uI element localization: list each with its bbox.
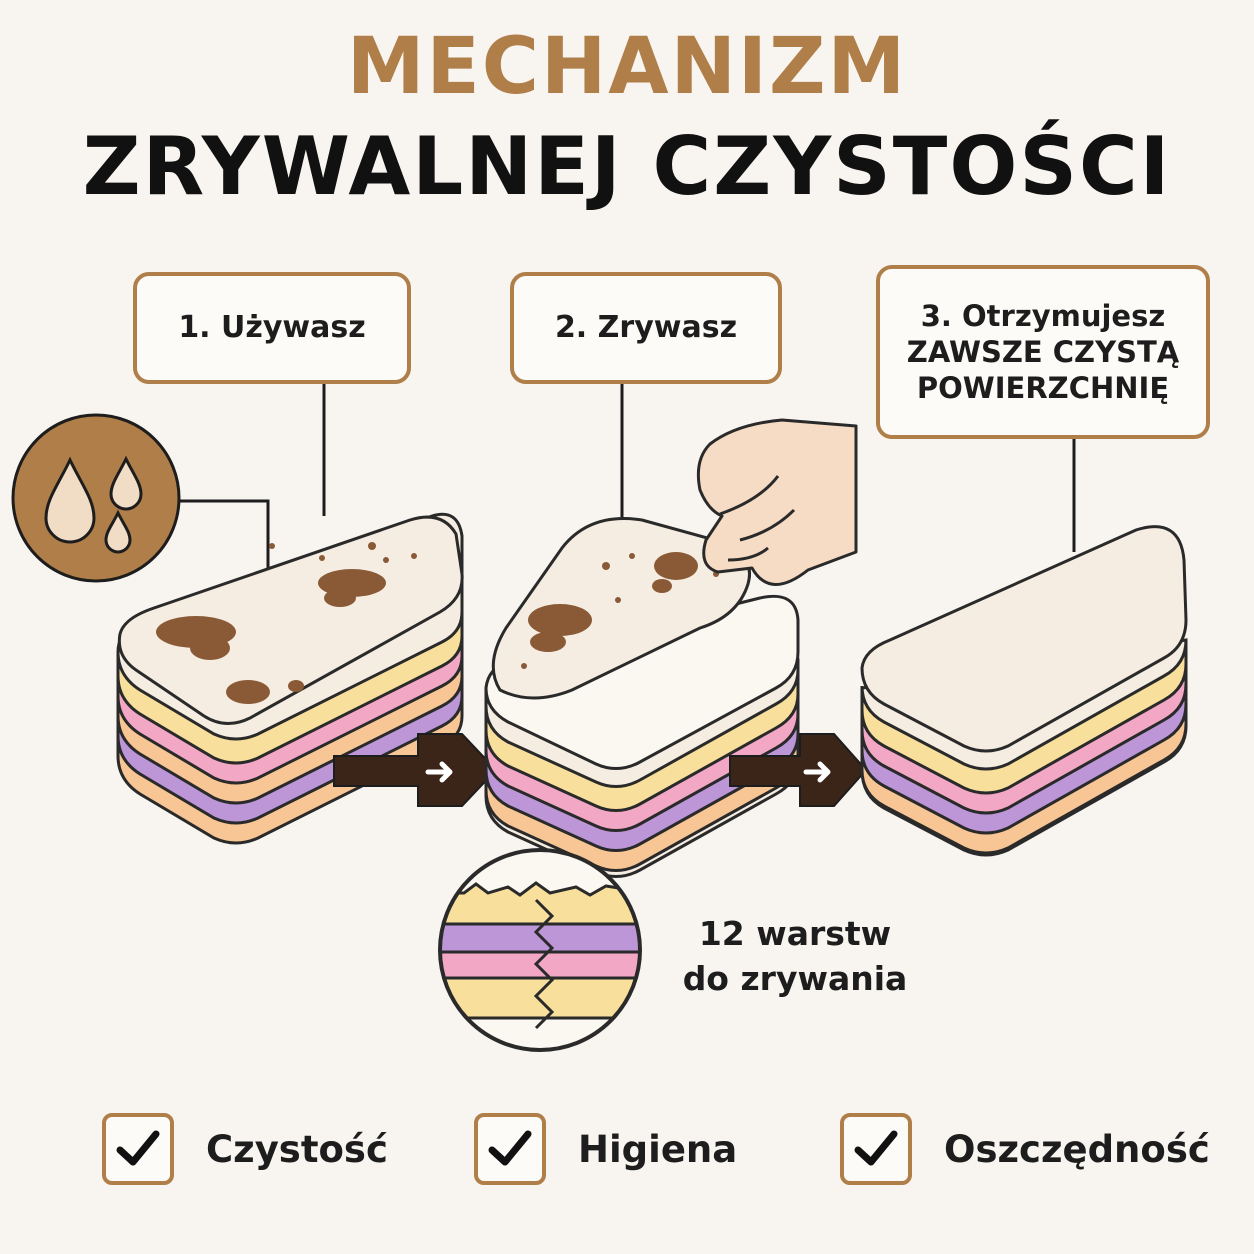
layers-note: 12 warstw do zrywania — [670, 912, 920, 1001]
layers-note-line-2: do zrywania — [682, 958, 908, 998]
layers-zoom — [438, 848, 642, 1052]
right-arrow-icon — [729, 733, 868, 807]
pad-peeling — [484, 517, 800, 878]
benefit-checkbox — [840, 1113, 912, 1185]
benefit-savings: Oszczędność — [840, 1109, 1210, 1189]
step-3-label-line-3: POWIERZCHNIĘ — [916, 371, 1170, 406]
step-2-label: 2. Zrywasz — [554, 310, 738, 346]
benefit-label: Czystość — [206, 1127, 388, 1171]
step-2-box: 2. Zrywasz — [510, 272, 782, 384]
step-3-box: 3. Otrzymujesz ZAWSZE CZYSTĄ POWIERZCHNI… — [876, 265, 1210, 439]
title-line-2: ZRYWALNEJ CZYSTOŚCI — [82, 120, 1172, 213]
benefit-label: Higiena — [578, 1127, 738, 1171]
benefit-label: Oszczędność — [944, 1127, 1210, 1171]
water-drops-icon — [11, 413, 181, 583]
step-3-label-line-2: ZAWSZE CZYSTĄ — [906, 334, 1180, 369]
layers-note-line-1: 12 warstw — [698, 914, 892, 953]
step-3-label-line-1: 3. Otrzymujesz — [920, 298, 1166, 333]
benefit-checkbox — [102, 1113, 174, 1185]
checkmark-icon — [116, 1130, 160, 1166]
dirt-spots-peeled — [521, 552, 719, 669]
benefit-hygiene: Higiena — [474, 1109, 737, 1189]
pad-used — [116, 512, 464, 845]
step-1-label: 1. Używasz — [178, 310, 366, 346]
step-1-box: 1. Używasz — [133, 272, 411, 384]
benefit-checkbox — [474, 1113, 546, 1185]
checkmark-icon — [854, 1130, 898, 1166]
hand-icon — [696, 418, 858, 586]
pad-clean — [860, 525, 1188, 857]
right-arrow-icon — [333, 733, 498, 807]
benefit-cleanliness: Czystość — [102, 1109, 388, 1189]
title-line-1: MECHANIZM — [346, 22, 908, 112]
checkmark-icon — [488, 1130, 532, 1166]
dirt-spots — [156, 542, 417, 704]
